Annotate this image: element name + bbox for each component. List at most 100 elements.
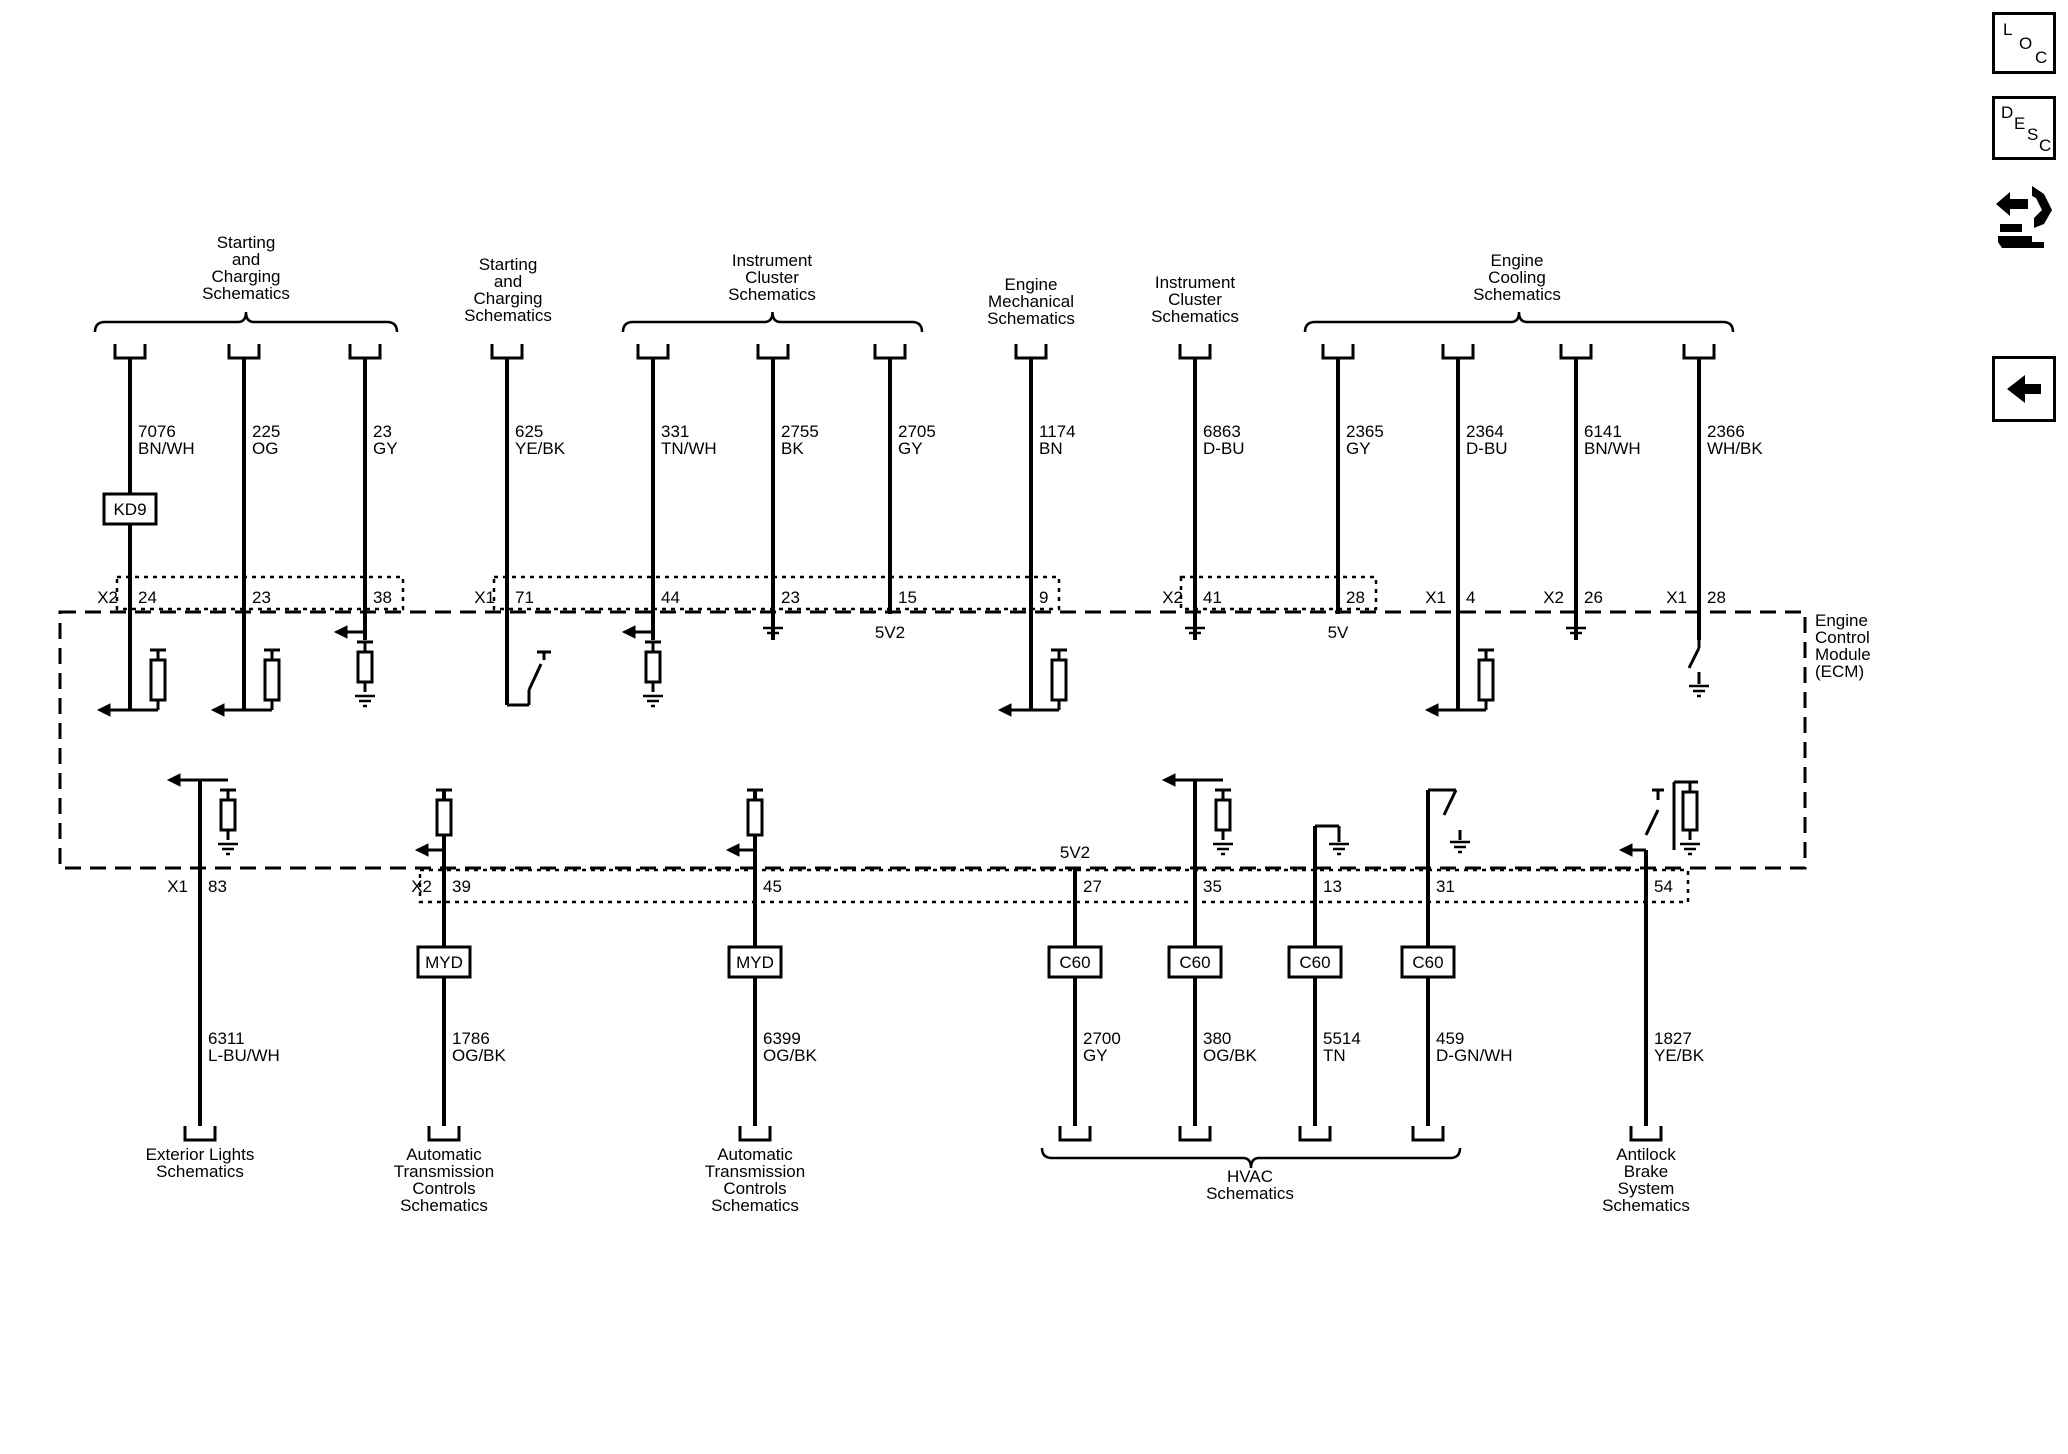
bottom-circuit-number: 6311 — [208, 1029, 245, 1048]
bottom-terminal — [738, 1126, 772, 1142]
bottom-pin-number: 31 — [1436, 877, 1455, 896]
connector-outline-x2-top — [115, 575, 405, 611]
top-group-label: Schematics — [728, 285, 816, 304]
output-arrow — [1161, 773, 1176, 787]
bottom-group-label: System — [1618, 1179, 1675, 1198]
top-group-label: Schematics — [464, 306, 552, 325]
pullup-resistor — [263, 658, 281, 702]
inline-connector-label-box — [416, 945, 472, 979]
ecm-label-line: Module — [1815, 645, 1871, 664]
bottom-wires: 6311L-BU/WH83X11786OG/BK39X2MYD6399OG/BK… — [166, 773, 1705, 1142]
switch-blade — [527, 663, 543, 691]
input-arrow — [210, 703, 225, 717]
top-pin-number: 28 — [1346, 588, 1365, 607]
top-circuit-number: 225 — [252, 422, 280, 441]
top-wire-color: BK — [781, 439, 804, 458]
top-circuit-number: 1174 — [1039, 422, 1076, 441]
bottom-terminal — [1629, 1126, 1663, 1142]
top-connector-id: X2 — [1543, 588, 1564, 607]
input-arrow — [333, 625, 348, 639]
top-terminal — [636, 344, 670, 360]
top-terminal — [1178, 344, 1212, 360]
bottom-wire-color: L-BU/WH — [208, 1046, 280, 1065]
top-terminal — [348, 344, 382, 360]
bottom-wire-color: D-GN/WH — [1436, 1046, 1512, 1065]
top-terminal — [1014, 344, 1048, 360]
inline-connector-label: C60 — [1179, 953, 1210, 972]
top-terminal — [1559, 344, 1593, 360]
top-circuit-number: 23 — [373, 422, 392, 441]
input-arrow — [997, 703, 1012, 717]
bottom-pin-number: 83 — [208, 877, 227, 896]
top-circuit-number: 331 — [661, 422, 689, 441]
top-wire-color: BN — [1039, 439, 1063, 458]
top-group-label: Schematics — [202, 284, 290, 303]
top-terminal — [1441, 344, 1475, 360]
top-group-label: Engine — [1005, 275, 1058, 294]
loc-letter-l: L — [2003, 20, 2013, 39]
bottom-wire-color: OG/BK — [763, 1046, 818, 1065]
top-wire-color: BN/WH — [1584, 439, 1641, 458]
top-pin-number: 71 — [515, 588, 534, 607]
top-group-label: Mechanical — [988, 292, 1074, 311]
pullup-resistor — [149, 658, 167, 702]
top-wire-color: YE/BK — [515, 439, 566, 458]
top-terminal — [1682, 344, 1716, 360]
top-wire-color: OG — [252, 439, 278, 458]
top-group-label: Starting — [217, 233, 276, 252]
switch-blade — [1644, 809, 1660, 836]
output-arrow — [166, 773, 181, 787]
inline-connector-label: MYD — [736, 953, 774, 972]
top-voltage-ref: 5V — [1328, 623, 1349, 642]
back-arrow-icon — [2007, 375, 2041, 403]
input-arrow — [621, 625, 636, 639]
top-wire-color: BN/WH — [138, 439, 195, 458]
top-pin-number: 26 — [1584, 588, 1603, 607]
input-arrow — [725, 843, 740, 857]
inline-connector-label: MYD — [425, 953, 463, 972]
top-pin-number: 15 — [898, 588, 917, 607]
top-terminal — [873, 344, 907, 360]
bottom-pin-number: 13 — [1323, 877, 1342, 896]
top-group-label: Schematics — [1151, 307, 1239, 326]
bottom-pin-number: 35 — [1203, 877, 1222, 896]
top-circuit-number: 7076 — [138, 422, 176, 441]
input-arrow — [414, 843, 429, 857]
top-group-label: Schematics — [1473, 285, 1561, 304]
top-group-label: Cooling — [1488, 268, 1546, 287]
connector-button[interactable] — [1992, 176, 2056, 256]
loc-letter-o: O — [2019, 34, 2033, 53]
bottom-pin-number: 54 — [1654, 877, 1673, 896]
desc-letter-d: D — [2001, 103, 2014, 122]
top-pin-number: 41 — [1203, 588, 1222, 607]
top-group-label: Cluster — [1168, 290, 1222, 309]
bottom-terminal — [427, 1126, 461, 1142]
bottom-wire-color: GY — [1083, 1046, 1108, 1065]
ecm-label-line: Engine — [1815, 611, 1868, 630]
top-wire-color: GY — [373, 439, 398, 458]
pulldown-resistor — [1214, 798, 1232, 832]
bottom-group-label: Automatic — [717, 1145, 793, 1164]
top-group-label: Instrument — [732, 251, 813, 270]
bottom-terminal — [1411, 1126, 1445, 1142]
location-button[interactable]: L O C — [1992, 12, 2056, 74]
inline-box — [102, 492, 158, 526]
top-pin-number: 38 — [373, 588, 392, 607]
bottom-group-label: Antilock — [1616, 1145, 1676, 1164]
connector-outline-x1-top — [492, 575, 1061, 611]
ecm-label-line: (ECM) — [1815, 662, 1864, 681]
bottom-connector-id: X1 — [167, 877, 188, 896]
back-button[interactable] — [1992, 356, 2056, 422]
top-group-label: Schematics — [987, 309, 1075, 328]
description-button[interactable]: D E S C — [1992, 96, 2056, 160]
desc-letter-s: S — [2027, 125, 2039, 144]
top-connector-id: X2 — [97, 588, 118, 607]
bottom-circuit-number: 1827 — [1654, 1029, 1692, 1048]
bottom-group-label: Schematics — [711, 1196, 799, 1215]
top-group-brace — [93, 311, 399, 333]
bottom-circuit-number: 380 — [1203, 1029, 1231, 1048]
input-arrow — [1618, 843, 1633, 857]
bottom-connector-id: X2 — [411, 877, 432, 896]
